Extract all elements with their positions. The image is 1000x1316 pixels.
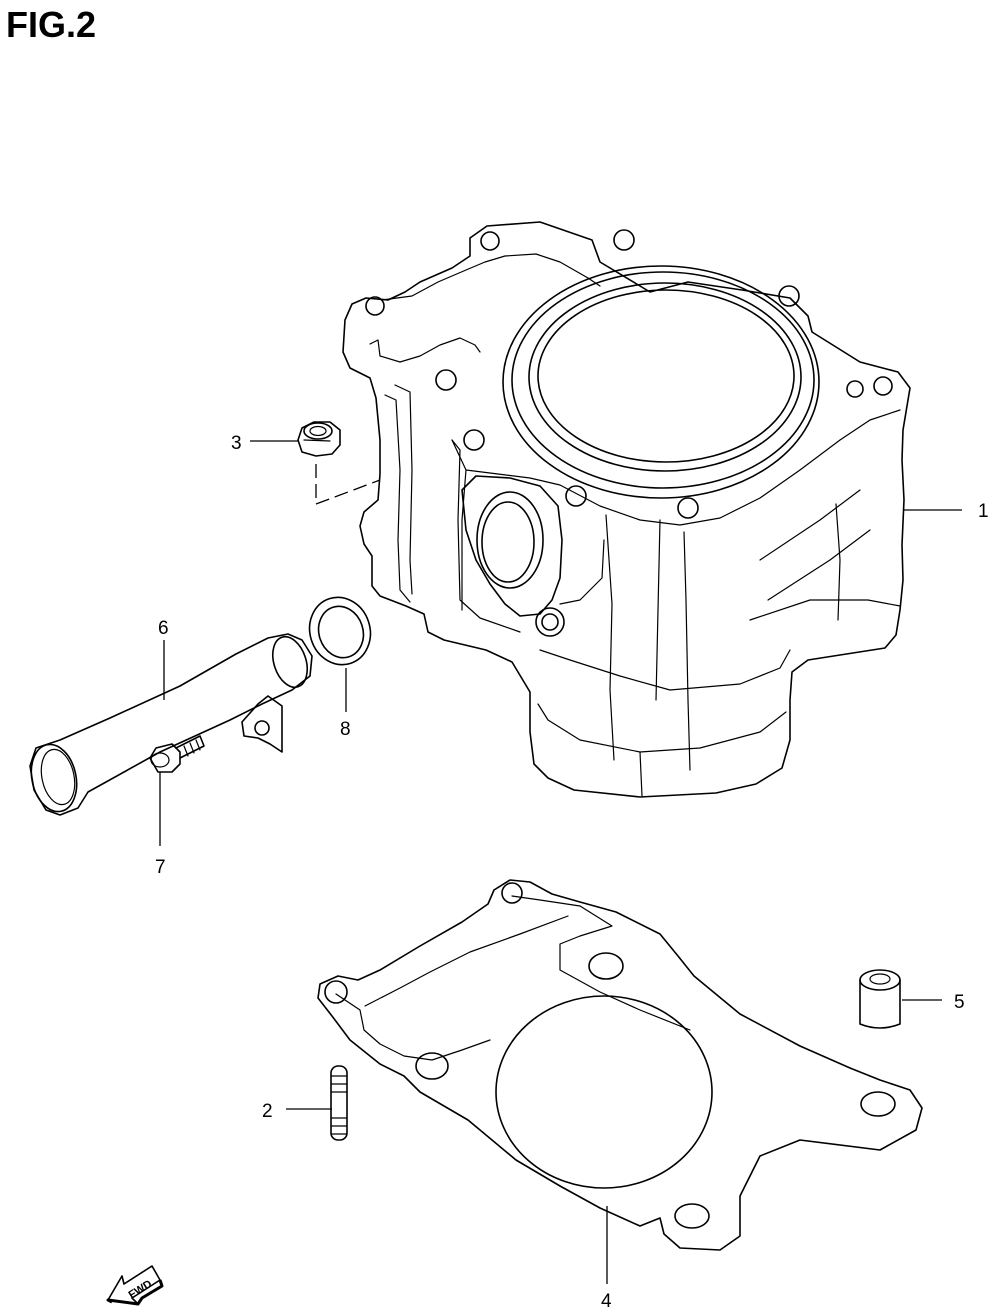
- stud-part: [330, 1065, 348, 1141]
- gasket-part: [317, 879, 923, 1251]
- callout-4: 4: [601, 1291, 612, 1312]
- dowel-pin-part: [859, 969, 901, 1029]
- callout-6: 6: [158, 618, 169, 639]
- o-ring-part: [308, 596, 372, 666]
- callout-5: 5: [954, 992, 965, 1013]
- callout-2: 2: [262, 1101, 273, 1122]
- nut-part: [297, 421, 381, 505]
- fwd-arrow-icon: FWD: [106, 1265, 164, 1306]
- leader-lines: [159, 440, 962, 1284]
- callout-labels: 1 2 3 4 5 6 7 8: [155, 433, 989, 1312]
- bolt-part: [149, 735, 205, 773]
- callout-1: 1: [978, 501, 989, 522]
- callout-3: 3: [231, 433, 242, 454]
- intake-pipe-part: [29, 633, 313, 816]
- cylinder-part: [342, 221, 911, 798]
- callout-8: 8: [340, 719, 351, 740]
- callout-7: 7: [155, 857, 166, 878]
- figure-title: FIG.2: [6, 4, 97, 45]
